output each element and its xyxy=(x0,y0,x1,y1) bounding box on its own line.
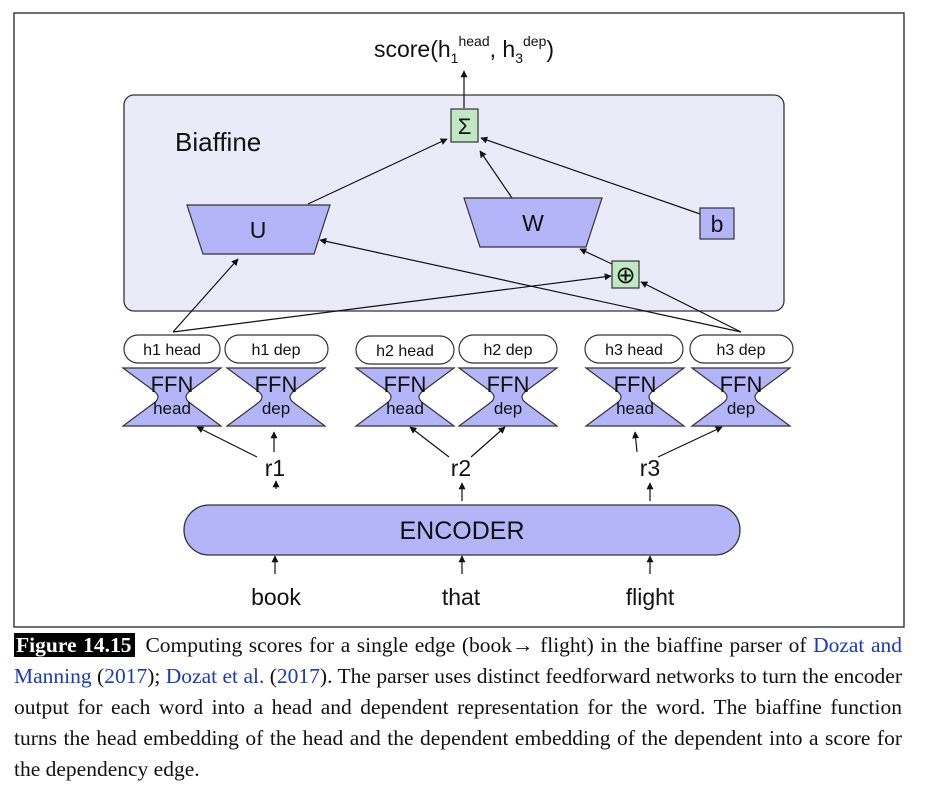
w-label: W xyxy=(522,210,544,236)
ffn-role-label: dep xyxy=(727,399,755,418)
figure-caption: Figure 14.15 Computing scores for a singl… xyxy=(14,630,902,785)
input-word: book xyxy=(251,584,301,610)
input-words: book that flight xyxy=(251,584,675,610)
ffn-layers: FFN head FFN dep FFN head FFN dep FFN head FFN dep xyxy=(121,367,792,427)
rep-pills xyxy=(123,334,794,365)
r-label: r1 xyxy=(265,455,285,481)
ffn-role-label: head xyxy=(616,399,654,418)
w-to-sum-arrow xyxy=(479,150,513,199)
h1head-to-plus-arrow xyxy=(172,273,612,333)
u-matrix xyxy=(186,204,331,255)
rep-pill xyxy=(458,334,558,364)
score-label: score(h1head, h3dep) xyxy=(374,33,554,66)
r-label: r2 xyxy=(451,455,471,481)
rep-pill xyxy=(689,334,794,364)
ffn-dep-2 xyxy=(457,367,559,427)
ffn-label: FFN xyxy=(151,372,194,397)
caption-text: ( xyxy=(91,664,105,688)
sum-symbol: Σ xyxy=(458,114,472,139)
ffn-label: FFN xyxy=(384,372,427,397)
u-to-sum-arrow xyxy=(307,138,448,205)
citation-year-link[interactable]: 2017 xyxy=(276,664,320,688)
r-labels: r1 r2 r3 xyxy=(265,455,660,481)
rep-label: h1 head xyxy=(143,342,201,359)
rep-label: h3 dep xyxy=(717,342,766,359)
rep-label: h2 head xyxy=(376,343,434,360)
h3dep-to-plus-arrow xyxy=(640,281,742,333)
rep-pill xyxy=(355,335,455,365)
r1-to-ffn-head-arrow xyxy=(196,426,258,458)
caption-text: ). The parser uses distinct feedforward … xyxy=(14,664,902,781)
ffn-role-label: head xyxy=(386,399,424,418)
ffn-head-1 xyxy=(121,367,223,427)
ffn-label: FFN xyxy=(255,372,298,397)
plus-symbol: ⊕ xyxy=(615,262,635,289)
h1head-to-u-arrow xyxy=(172,258,239,333)
ffn-label: FFN xyxy=(720,372,763,397)
ffn-dep-3 xyxy=(690,367,792,427)
rep-pill xyxy=(224,334,329,364)
citation-link[interactable]: Dozat et al. xyxy=(165,664,265,688)
r2-to-ffn-dep-arrow xyxy=(470,426,506,458)
biaffine-panel xyxy=(123,94,785,312)
sum-node xyxy=(450,108,479,143)
rep-labels: h1 head h1 dep h2 head h2 dep h3 head h3… xyxy=(143,342,765,360)
ffn-head-2 xyxy=(354,367,456,427)
figure-label: Figure 14.15 xyxy=(14,633,136,657)
input-word: flight xyxy=(626,584,675,610)
rep-pill xyxy=(123,334,221,364)
ffn-role-label: dep xyxy=(262,399,290,418)
arrows xyxy=(172,70,742,574)
encoder xyxy=(183,504,741,556)
h3dep-to-u-arrow xyxy=(319,237,742,333)
biaffine-diagram: score(h1head, h3dep) Biaffine Σ U W b xyxy=(13,12,905,628)
citation-link[interactable]: Dozat and Manning xyxy=(14,633,903,688)
ffn-label: FFN xyxy=(487,372,530,397)
encoder-label: ENCODER xyxy=(399,517,524,545)
caption-text: ); xyxy=(147,664,166,688)
b-bias xyxy=(699,207,735,240)
w-matrix xyxy=(463,197,603,248)
caption-text: Computing scores for a single edge (book… xyxy=(145,633,814,657)
b-label: b xyxy=(711,211,724,237)
rep-label: h1 dep xyxy=(252,342,301,359)
r3-to-ffn-head-arrow xyxy=(632,431,640,453)
citation-year-link[interactable]: 2017 xyxy=(104,664,148,688)
rep-pill xyxy=(584,334,684,364)
biaffine-label: Biaffine xyxy=(175,127,261,157)
ffn-role-label: head xyxy=(153,399,191,418)
rep-label: h3 head xyxy=(605,342,663,359)
plus-to-w-arrow xyxy=(579,248,613,265)
r2-to-ffn-head-arrow xyxy=(409,426,450,458)
concat-node xyxy=(611,260,640,289)
caption-text: ( xyxy=(264,664,277,688)
r3-to-ffn-dep-arrow xyxy=(657,426,723,458)
r-label: r3 xyxy=(640,455,660,481)
figure-border xyxy=(13,12,905,628)
input-word: that xyxy=(442,584,481,610)
b-to-sum-arrow xyxy=(480,136,704,216)
u-label: U xyxy=(250,217,267,243)
rep-label: h2 dep xyxy=(484,342,533,359)
ffn-dep-1 xyxy=(225,367,327,427)
ffn-role-label: dep xyxy=(494,399,522,418)
ffn-head-3 xyxy=(584,367,686,427)
ffn-label: FFN xyxy=(614,372,657,397)
